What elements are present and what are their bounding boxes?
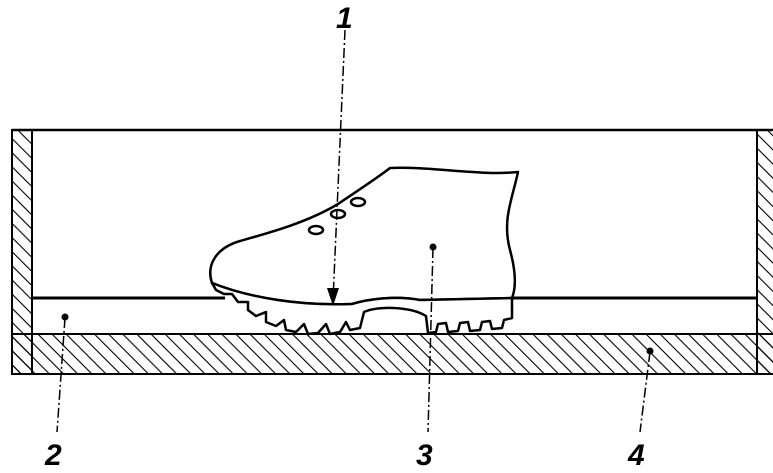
label-2: 2	[44, 439, 62, 472]
lace-hook-1	[307, 224, 325, 236]
label-3: 3	[416, 439, 433, 472]
leader-4	[639, 351, 651, 433]
leader-1-arrowhead	[327, 288, 339, 306]
container	[11, 128, 773, 375]
leaders	[56, 29, 651, 433]
lace-hook-3	[349, 196, 367, 208]
leader-3	[427, 247, 434, 433]
container-base	[11, 333, 773, 375]
lace-hook-2	[329, 208, 347, 220]
boot	[209, 166, 520, 336]
boot-sole	[210, 281, 514, 336]
label-4: 4	[627, 439, 645, 472]
leader-3-dot	[429, 243, 437, 251]
leader-4-dot	[646, 347, 654, 355]
boot-upper	[209, 166, 520, 306]
label-1: 1	[336, 2, 353, 35]
leader-2	[56, 317, 66, 433]
leader-1	[332, 29, 346, 301]
leader-2-dot	[61, 313, 69, 321]
